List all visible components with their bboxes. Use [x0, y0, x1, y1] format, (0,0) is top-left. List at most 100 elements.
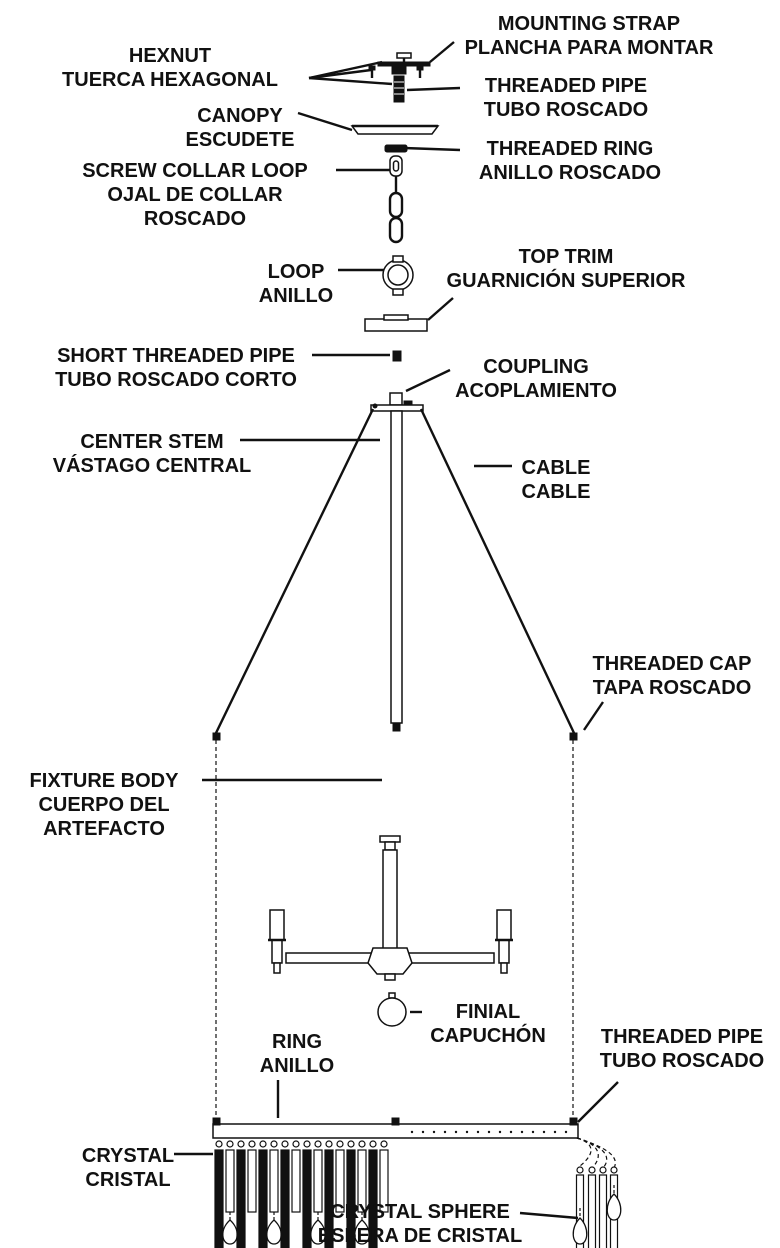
crystal-label-es: CRISTAL — [85, 1169, 170, 1191]
loop — [382, 255, 414, 296]
ring-hole — [454, 1130, 458, 1134]
screw-collar-loop-label-es: OJAL DE COLLAR — [107, 184, 283, 206]
top-trim-label-es: GUARNICIÓN SUPERIOR — [447, 268, 686, 292]
ring-hole — [476, 1130, 480, 1134]
crystal-strand — [258, 1140, 268, 1248]
crystal — [368, 1149, 378, 1248]
ring-hole — [465, 1130, 469, 1134]
center-stem — [390, 410, 403, 732]
mounting-strap-label-es: PLANCHA PARA MONTAR — [465, 37, 714, 59]
crystal — [225, 1149, 235, 1213]
cable-label-es: CABLE — [522, 481, 591, 503]
threaded-ring-label-es: ANILLO ROSCADO — [479, 162, 661, 184]
crystal — [313, 1149, 323, 1213]
crystal-sphere — [572, 1217, 588, 1245]
loop-label: LOOP — [268, 261, 325, 283]
crystal-strand — [214, 1140, 224, 1248]
short-threaded-pipe — [392, 350, 402, 362]
crystal — [236, 1149, 246, 1248]
loop-label-es: ANILLO — [259, 285, 333, 307]
crystal-strand — [236, 1140, 246, 1248]
crystal-hang-paths — [576, 1137, 616, 1169]
fixture-body-label-es-2: ARTEFACTO — [43, 818, 165, 840]
crystal-sphere — [310, 1219, 326, 1245]
top-trim-label: TOP TRIM — [519, 246, 614, 268]
crystal-sphere-label-es: ESFERA DE CRISTAL — [318, 1225, 522, 1247]
coupling — [370, 392, 424, 412]
crystal-strand — [291, 1140, 301, 1213]
crystal — [280, 1149, 290, 1248]
crystal-strand — [302, 1140, 312, 1248]
threaded-ring — [384, 144, 408, 153]
crystal — [302, 1149, 312, 1248]
center-stem-label: CENTER STEM — [80, 431, 223, 453]
threaded-pipe-top-label-es: TUBO ROSCADO — [484, 99, 648, 121]
crystal-strand — [222, 1140, 238, 1245]
finial — [377, 992, 407, 1027]
labels: MOUNTING STRAP PLANCHA PARA MONTAR HEXNU… — [30, 13, 765, 1247]
threaded-ring-label: THREADED RING — [487, 138, 654, 160]
screw-collar-loop-label: SCREW COLLAR LOOP — [82, 160, 308, 182]
fixture-body-label: FIXTURE BODY — [30, 770, 180, 792]
chain — [388, 176, 404, 244]
crystal-label: CRYSTAL — [82, 1145, 174, 1167]
crystal-strand — [324, 1140, 334, 1248]
fixture-body — [268, 835, 513, 981]
ring-hole — [498, 1130, 502, 1134]
crystal — [346, 1149, 356, 1248]
canopy — [350, 124, 440, 135]
hexnut — [391, 65, 407, 75]
crystal — [335, 1149, 345, 1213]
crystal-strand — [379, 1140, 389, 1213]
screw-collar-loop-label-es-2: ROSCADO — [144, 208, 246, 230]
crystal-strand — [266, 1140, 282, 1245]
ring-hole — [553, 1130, 557, 1134]
crystal-sphere-label: CRYSTAL SPHERE — [330, 1201, 510, 1223]
cables — [214, 408, 576, 734]
detached-crystal-strand — [587, 1166, 597, 1248]
mounting-strap — [377, 52, 431, 67]
finial-label: FINIAL — [456, 1001, 520, 1023]
leader-lines — [174, 41, 619, 1220]
crystal — [324, 1149, 334, 1248]
crystal — [598, 1174, 608, 1248]
dashed-guides — [215, 740, 574, 1130]
crystal-strand — [335, 1140, 345, 1213]
center-stem-label-es: VÁSTAGO CENTRAL — [53, 454, 252, 477]
mounting-screws — [368, 65, 424, 78]
short-threaded-pipe-label-es: TUBO ROSCADO CORTO — [55, 369, 297, 391]
crystal — [379, 1149, 389, 1213]
crystal-strand — [310, 1140, 326, 1245]
crystal — [258, 1149, 268, 1248]
crystal-strand — [346, 1140, 356, 1248]
ring-label: RING — [272, 1031, 322, 1053]
threaded-pipe-top — [393, 75, 405, 103]
cable-label: CABLE — [522, 457, 591, 479]
ring-hole — [487, 1130, 491, 1134]
canopy-label: CANOPY — [197, 105, 283, 127]
crystal-group — [214, 1140, 389, 1248]
crystal-strand — [280, 1140, 290, 1248]
ring-hole — [509, 1130, 513, 1134]
crystal-strand — [247, 1140, 257, 1213]
ring — [212, 1117, 579, 1139]
crystal — [587, 1174, 597, 1248]
hexnut-label: HEXNUT — [129, 45, 211, 67]
crystal — [291, 1149, 301, 1213]
crystal-sphere — [354, 1219, 370, 1245]
ring-hole — [520, 1130, 524, 1134]
canopy-label-es: ESCUDETE — [186, 129, 295, 151]
coupling-label-es: ACOPLAMIENTO — [455, 380, 617, 402]
crystal-strand — [354, 1140, 370, 1245]
crystal — [269, 1149, 279, 1213]
ring-label-es: ANILLO — [260, 1055, 334, 1077]
ring-hole — [432, 1130, 436, 1134]
detached-crystal-strand — [598, 1166, 608, 1248]
fixture-body-label-es: CUERPO DEL — [38, 794, 169, 816]
threaded-pipe-bottom-label: THREADED PIPE — [601, 1026, 763, 1048]
screw-collar-loop — [389, 155, 403, 177]
mounting-strap-label: MOUNTING STRAP — [498, 13, 680, 35]
crystal — [247, 1149, 257, 1213]
crystal-sphere — [606, 1193, 622, 1221]
